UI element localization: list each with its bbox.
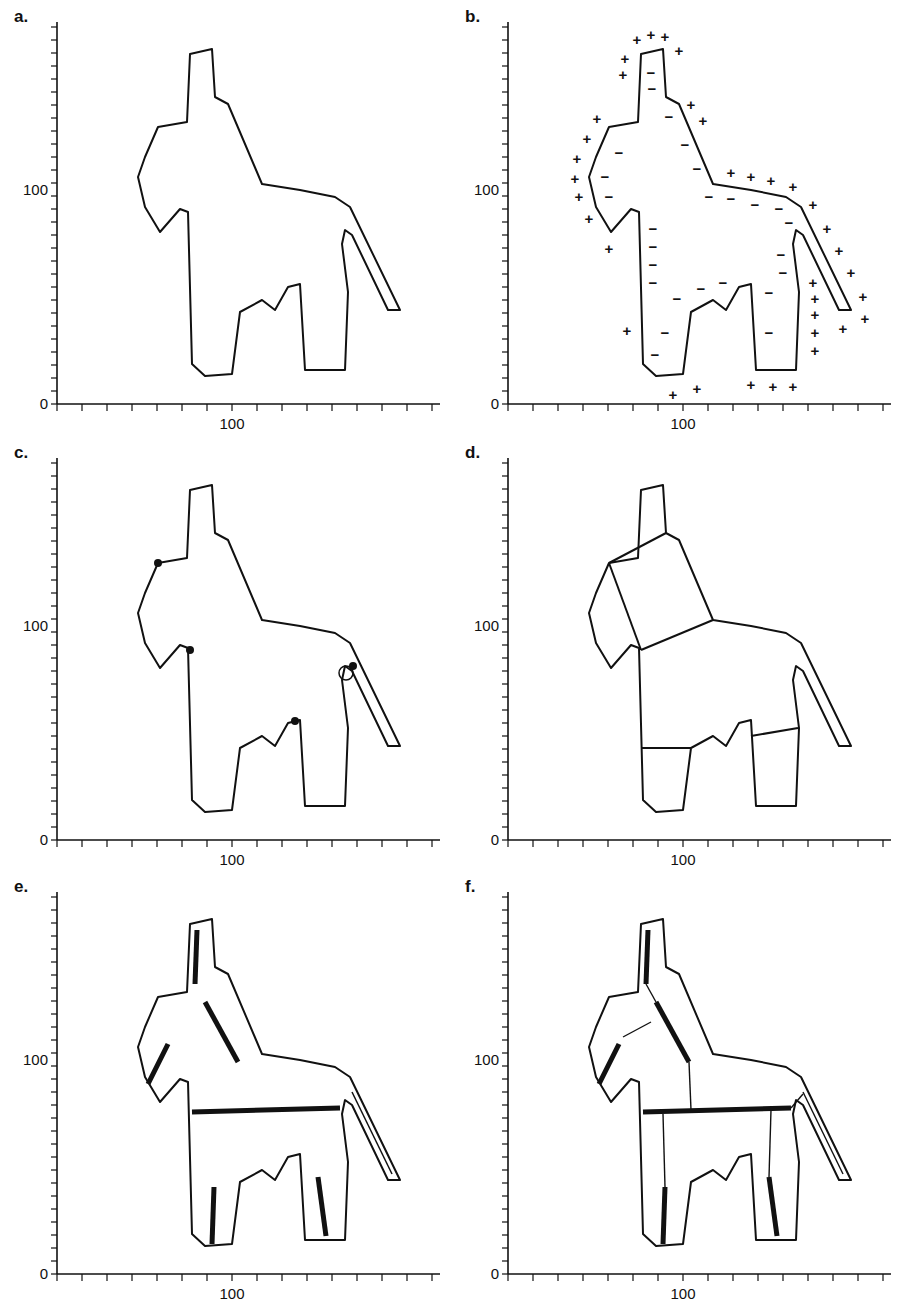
negative-curvature-sign: −: [649, 239, 658, 254]
panel-c: [51, 458, 440, 847]
negative-curvature-sign: −: [648, 81, 657, 96]
positive-curvature-sign: +: [623, 323, 632, 338]
positive-curvature-sign: +: [575, 189, 584, 204]
panel-b: [502, 22, 891, 411]
negative-curvature-sign: −: [649, 257, 658, 272]
panel-letter: a.: [14, 8, 28, 25]
negative-curvature-sign: −: [693, 161, 702, 176]
positive-curvature-sign: +: [693, 381, 702, 396]
positive-curvature-sign: +: [789, 179, 798, 194]
negative-curvature-sign: −: [649, 275, 658, 290]
negative-curvature-sign: −: [751, 197, 760, 212]
negative-curvature-sign: −: [665, 109, 674, 124]
positive-curvature-sign: +: [605, 241, 614, 256]
panel-e: [51, 892, 440, 1281]
x-axis-value: 100: [219, 416, 244, 431]
positive-curvature-sign: +: [583, 131, 592, 146]
x-axis-value: 100: [670, 1286, 695, 1301]
negative-curvature-sign: −: [705, 189, 714, 204]
negative-curvature-sign: −: [719, 275, 728, 290]
positive-curvature-sign: +: [747, 377, 756, 392]
positive-curvature-sign: +: [859, 289, 868, 304]
positive-curvature-sign: +: [647, 27, 656, 42]
negative-curvature-sign: −: [647, 65, 656, 80]
positive-curvature-sign: +: [571, 171, 580, 186]
positive-curvature-sign: +: [621, 51, 630, 66]
negative-curvature-sign: −: [673, 291, 682, 306]
positive-curvature-sign: +: [861, 311, 870, 326]
negative-curvature-sign: −: [615, 145, 624, 160]
origin-value: 0: [40, 1266, 48, 1281]
y-axis-value: 100: [474, 182, 499, 197]
positive-curvature-sign: +: [727, 165, 736, 180]
positive-curvature-sign: +: [669, 387, 678, 402]
negative-curvature-sign: −: [661, 325, 670, 340]
positive-curvature-sign: +: [619, 67, 628, 82]
x-axis-value: 100: [219, 1286, 244, 1301]
positive-curvature-sign: +: [823, 221, 832, 236]
positive-curvature-sign: +: [585, 211, 594, 226]
positive-curvature-sign: +: [847, 265, 856, 280]
positive-curvature-sign: +: [811, 343, 820, 358]
negative-curvature-sign: −: [651, 347, 660, 362]
negative-curvature-sign: −: [765, 285, 774, 300]
positive-curvature-sign: +: [661, 29, 670, 44]
positive-curvature-sign: +: [633, 32, 642, 47]
negative-curvature-sign: −: [697, 281, 706, 296]
positive-curvature-sign: +: [687, 97, 696, 112]
panel-a: [51, 22, 440, 411]
y-axis-value: 100: [23, 1052, 48, 1067]
positive-curvature-sign: +: [573, 151, 582, 166]
positive-curvature-sign: +: [767, 173, 776, 188]
panel-letter: e.: [14, 878, 28, 895]
positive-curvature-sign: +: [809, 197, 818, 212]
negative-curvature-sign: −: [727, 191, 736, 206]
origin-value: 0: [491, 1266, 499, 1281]
panel-letter: d.: [465, 444, 480, 461]
panel-d: [502, 458, 891, 847]
panel-f: [502, 892, 891, 1281]
panel-letter: b.: [465, 8, 480, 25]
x-axis-value: 100: [670, 852, 695, 867]
positive-curvature-sign: +: [835, 243, 844, 258]
positive-curvature-sign: +: [809, 275, 818, 290]
origin-value: 0: [491, 396, 499, 411]
negative-curvature-sign: −: [605, 189, 614, 204]
panel-letter: f.: [465, 878, 475, 895]
negative-curvature-sign: −: [777, 247, 786, 262]
positive-curvature-sign: +: [769, 379, 778, 394]
negative-curvature-sign: −: [601, 169, 610, 184]
negative-curvature-sign: −: [775, 201, 784, 216]
x-axis-value: 100: [219, 852, 244, 867]
origin-value: 0: [40, 832, 48, 847]
y-axis-value: 100: [23, 618, 48, 633]
negative-curvature-sign: −: [779, 265, 788, 280]
positive-curvature-sign: +: [789, 379, 798, 394]
positive-curvature-sign: +: [811, 291, 820, 306]
origin-value: 0: [40, 396, 48, 411]
positive-curvature-sign: +: [747, 169, 756, 184]
x-axis-value: 100: [670, 416, 695, 431]
positive-curvature-sign: +: [839, 321, 848, 336]
y-axis-value: 100: [474, 1052, 499, 1067]
positive-curvature-sign: +: [699, 113, 708, 128]
negative-curvature-sign: −: [681, 137, 690, 152]
negative-curvature-sign: −: [649, 221, 658, 236]
positive-curvature-sign: +: [593, 111, 602, 126]
panel-letter: c.: [14, 444, 28, 461]
positive-curvature-sign: +: [675, 43, 684, 58]
negative-curvature-sign: −: [785, 215, 794, 230]
y-axis-value: 100: [474, 618, 499, 633]
positive-curvature-sign: +: [811, 325, 820, 340]
y-axis-value: 100: [23, 182, 48, 197]
negative-curvature-sign: −: [765, 325, 774, 340]
origin-value: 0: [491, 832, 499, 847]
positive-curvature-sign: +: [811, 307, 820, 322]
